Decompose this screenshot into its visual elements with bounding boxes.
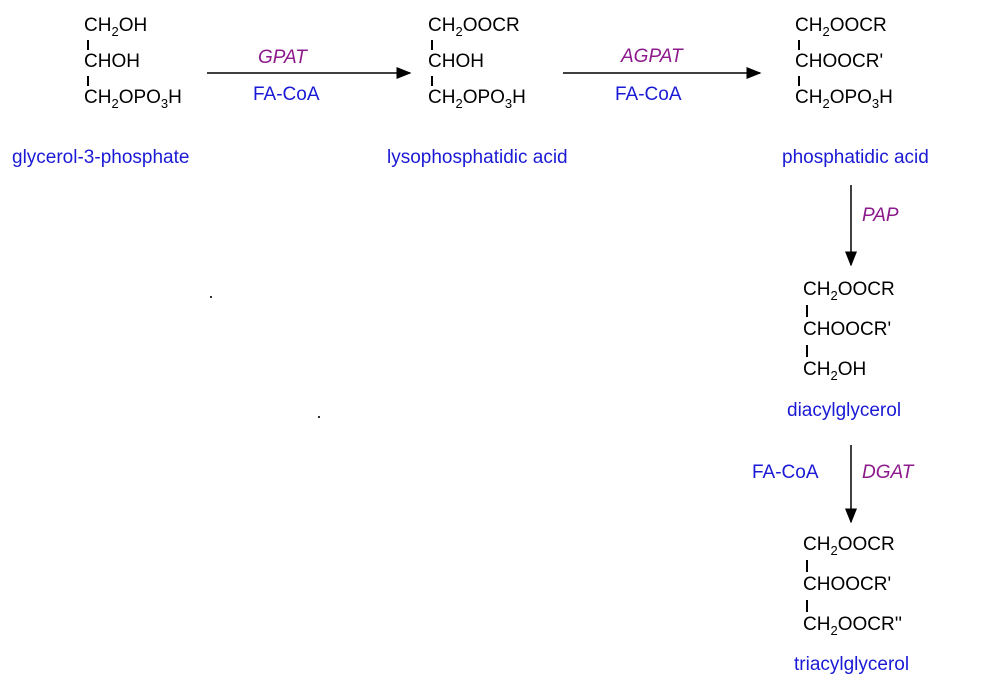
row-3: CH2OPO3H — [795, 87, 893, 111]
row-2: CHOH — [84, 51, 140, 72]
row-2: CHOH — [428, 51, 484, 72]
cofactor-gpat: FA-CoA — [253, 84, 320, 105]
row-2: CHOOCR' — [795, 51, 884, 72]
molecule-lysophosphatidic-acid: CH2OOCR CHOH CH2OPO3H — [428, 16, 568, 126]
row-1: CH2OOCR — [428, 15, 520, 39]
row-2: CHOOCR' — [803, 574, 892, 595]
enzyme-gpat: GPAT — [258, 47, 307, 68]
row-1: CH2OOCR — [795, 15, 887, 39]
cofactor-agpat: FA-CoA — [615, 84, 682, 105]
row-1: CH2OOCR — [803, 279, 895, 303]
row-1: CH2OH — [84, 15, 148, 39]
row-3: CH2OH — [803, 359, 867, 383]
row-3: CH2OOCR'' — [803, 614, 902, 638]
row-3: CH2OPO3H — [428, 87, 526, 111]
speck — [210, 296, 212, 298]
speck — [318, 416, 320, 418]
molecule-phosphatidic-acid: CH2OOCR CHOOCR' CH2OPO3H — [795, 16, 955, 126]
enzyme-pap: PAP — [862, 205, 899, 226]
molecule-diacylglycerol: CH2OOCR CHOOCR' CH2OH — [803, 280, 963, 390]
molecule-triacylglycerol: CH2OOCR CHOOCR' CH2OOCR'' — [803, 535, 973, 645]
row-1: CH2OOCR — [803, 534, 895, 558]
enzyme-agpat: AGPAT — [621, 46, 683, 67]
label-triacylglycerol: triacylglycerol — [794, 654, 910, 675]
label-phosphatidic-acid: phosphatidic acid — [782, 147, 929, 168]
label-glycerol-3-phosphate: glycerol-3-phosphate — [12, 147, 190, 168]
enzyme-dgat: DGAT — [862, 462, 914, 483]
label-lysophosphatidic-acid: lysophosphatidic acid — [387, 147, 568, 168]
row-3: CH2OPO3H — [84, 87, 182, 111]
molecule-glycerol-3-phosphate: CH2OH CHOH CH2OPO3H — [84, 16, 224, 126]
cofactor-dgat: FA-CoA — [752, 462, 819, 483]
row-2: CHOOCR' — [803, 319, 892, 340]
label-diacylglycerol: diacylglycerol — [787, 400, 902, 421]
